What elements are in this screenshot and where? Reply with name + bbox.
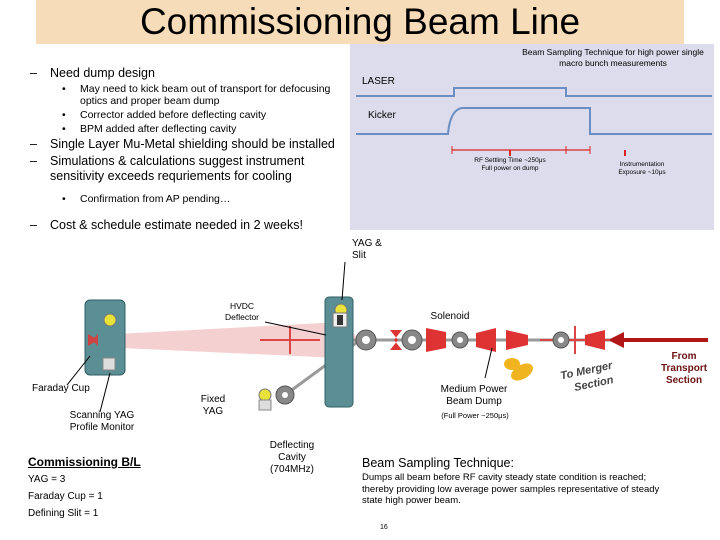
timing-title: Beam Sampling Technique for high power s… — [522, 47, 704, 68]
bullet-mu-metal: Single Layer Mu-Metal shielding should b… — [30, 137, 350, 152]
hvdc-deflector-label: HVDC Deflector — [224, 301, 259, 322]
instrumentation-label: Instrumentation Exposure ~10μs — [618, 161, 666, 176]
page-number: 16 — [380, 524, 388, 531]
medium-dump-label: Medium Power Beam Dump — [440, 384, 508, 407]
rf-settling-label: RF Settling Time ~250μs Full power on du… — [474, 157, 546, 172]
commissioning-slit-count: Defining Slit = 1 — [28, 508, 99, 519]
from-transport-label: From Transport Section — [660, 351, 708, 386]
deflecting-cavity-label: Deflecting Cavity (704MHz) — [269, 440, 315, 475]
timing-brackets — [451, 146, 626, 156]
beam-spray — [100, 322, 360, 358]
beamline-components — [355, 328, 605, 381]
fixed-yag-icon — [258, 388, 272, 411]
yag-slit-label: YAG & Slit — [352, 238, 382, 261]
laser-label: LASER — [362, 76, 395, 87]
sub-bullet-corrector: Corrector added before deflecting cavity — [30, 109, 350, 121]
transport-beam-arrow — [608, 332, 708, 348]
kicker-label: Kicker — [368, 110, 396, 121]
solenoid-label: Solenoid — [430, 311, 470, 322]
scanning-yag-label: Scanning YAG Profile Monitor — [69, 410, 135, 433]
bullet-simulations: Simulations & calculations suggest instr… — [30, 154, 350, 184]
fixed-yag-label: Fixed YAG — [200, 394, 226, 417]
title-banner — [36, 0, 684, 44]
commissioning-heading: Commissioning B/L — [28, 455, 141, 469]
commissioning-faraday-count: Faraday Cup = 1 — [28, 491, 103, 502]
deflecting-cavity-icon — [275, 385, 295, 405]
callout-lines — [66, 261, 493, 413]
faraday-cup-icon — [84, 299, 126, 376]
beam-sampling-description: Dumps all beam before RF cavity steady s… — [362, 472, 660, 506]
full-power-label: (Full Power ~250μs) — [441, 411, 509, 420]
beam-sampling-title: Beam Sampling Technique: — [362, 456, 514, 470]
sub-bullet-bpm: BPM added after deflecting cavity — [30, 123, 350, 135]
sub-bullet-confirmation: Confirmation from AP pending… — [30, 193, 350, 205]
bullet-cost-schedule: Cost & schedule estimate needed in 2 wee… — [30, 218, 350, 233]
faraday-cup-label: Faraday Cup — [32, 383, 90, 394]
kicker-pulse — [356, 107, 712, 135]
sub-bullet-kick-beam: May need to kick beam out of transport f… — [30, 83, 350, 107]
laser-pulse — [356, 87, 712, 97]
slide-title: Commissioning Beam Line — [139, 1, 581, 42]
deflector-hvdc-icon — [324, 296, 354, 408]
commissioning-yag-count: YAG = 3 — [28, 474, 66, 485]
bullet-list: Need dump design May need to kick beam o… — [30, 66, 350, 235]
timing-panel: Beam Sampling Technique for high power s… — [350, 44, 714, 230]
bullet-dump-design: Need dump design — [30, 66, 350, 81]
